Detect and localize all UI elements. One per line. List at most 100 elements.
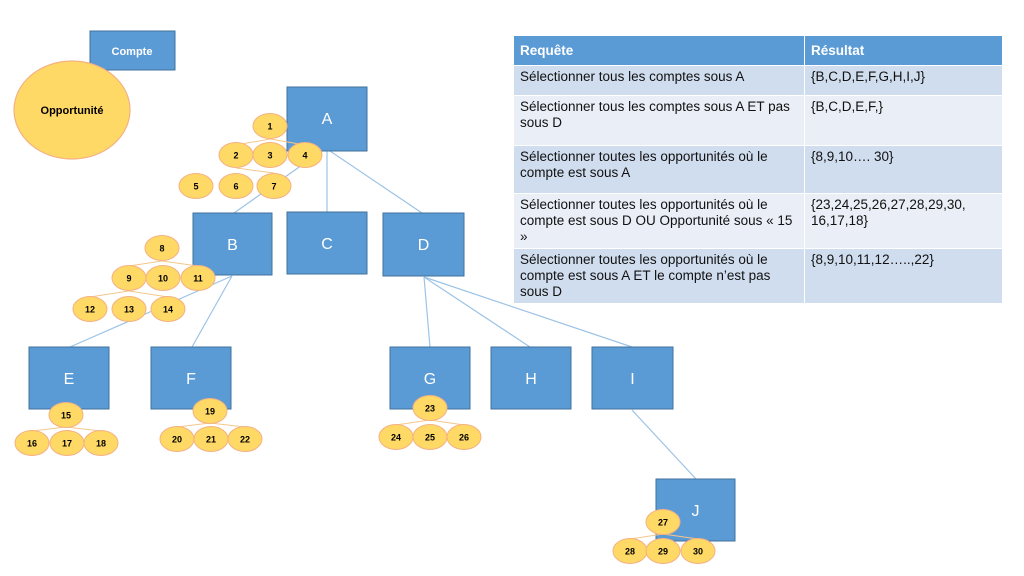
opportunity-link [65, 426, 102, 432]
account-box-e [28, 346, 110, 410]
opportunity-link [629, 533, 664, 540]
opportunity-label: 5 [193, 182, 198, 192]
legend-opportunity-label: Opportunité [41, 105, 104, 117]
opportunity-label: 20 [172, 435, 182, 445]
opportunity-node [252, 113, 288, 139]
opportunity-link [176, 422, 211, 428]
opportunity-link [209, 422, 246, 428]
opportunity-node [252, 142, 288, 168]
table-row: Sélectionner tous les comptes sous A ET … [513, 95, 1003, 146]
account-box-b [192, 212, 273, 276]
opportunity-label: 25 [425, 433, 435, 443]
account-label: H [525, 371, 537, 388]
opportunity-link [89, 290, 130, 298]
opportunity-label: 6 [233, 182, 238, 192]
table-row: Sélectionner toutes les opportunités où … [513, 248, 1003, 304]
opportunity-label: 27 [658, 518, 668, 528]
opportunity-node [680, 538, 716, 564]
legend-account-box [89, 30, 176, 71]
opportunity-node [83, 430, 119, 456]
legend-opportunity-ellipse [13, 60, 131, 160]
opportunity-link [31, 426, 67, 432]
account-box-a [286, 86, 368, 152]
opportunity-link [161, 260, 199, 267]
opportunity-node [287, 142, 323, 168]
opportunity-node [645, 509, 681, 535]
link-i-j [631, 409, 697, 480]
query-result-table: Requête Résultat Sélectionner tous les c… [513, 35, 1003, 304]
opportunity-node [14, 430, 50, 456]
link-d-i [423, 276, 633, 348]
account-label: G [424, 371, 436, 388]
opportunity-node [256, 173, 292, 199]
opportunity-label: 3 [267, 151, 272, 161]
opportunity-node [645, 538, 681, 564]
opportunity-label: 19 [205, 407, 215, 417]
link-d-g [423, 276, 431, 348]
opportunity-label: 18 [96, 439, 106, 449]
opportunity-node [72, 296, 108, 322]
account-label: C [321, 236, 333, 253]
opportunity-label: 21 [206, 435, 216, 445]
opportunity-node [180, 265, 216, 291]
opportunity-label: 4 [302, 151, 307, 161]
opportunity-link [128, 260, 163, 267]
account-label: E [64, 371, 75, 388]
account-label: D [418, 237, 430, 254]
opportunity-link [429, 419, 465, 426]
opportunity-label: 1 [267, 122, 272, 132]
opportunity-label: 15 [61, 411, 71, 421]
link-b-f [191, 275, 233, 348]
table-row: Sélectionner toutes les opportunités où … [513, 193, 1003, 249]
opportunity-label: 28 [625, 547, 635, 557]
opportunity-label: 23 [425, 404, 435, 414]
opportunity-label: 10 [158, 274, 168, 284]
table-header-row: Requête Résultat [513, 35, 1003, 66]
result-cell: {B,C,D,E,F,G,H,I,J} [804, 65, 1003, 96]
opportunity-node [144, 235, 180, 261]
result-cell: {23,24,25,26,27,28,29,30, 16,17,18} [804, 193, 1003, 249]
table-row: Sélectionner toutes les opportunités où … [513, 145, 1003, 194]
opportunity-label: 14 [163, 305, 173, 315]
opportunity-label: 29 [658, 547, 668, 557]
opportunity-label: 24 [391, 433, 401, 443]
table-row: Sélectionner tous les comptes sous A {B,… [513, 65, 1003, 96]
opportunity-node [412, 395, 448, 421]
opportunity-label: 30 [693, 547, 703, 557]
opportunity-label: 16 [27, 439, 37, 449]
opportunity-label: 7 [271, 182, 276, 192]
account-box-d [382, 212, 465, 277]
opportunity-label: 11 [193, 274, 203, 284]
account-label: A [322, 111, 333, 128]
opportunity-label: 22 [240, 435, 250, 445]
result-cell: {8,9,10…. 30} [804, 145, 1003, 194]
opportunity-label: 2 [233, 151, 238, 161]
account-label: I [630, 371, 634, 388]
link-a-d [329, 150, 423, 214]
account-label: J [692, 503, 700, 520]
opportunity-label: 12 [85, 305, 95, 315]
link-d-h [423, 276, 531, 348]
opportunity-label: 17 [62, 439, 72, 449]
header-query: Requête [513, 35, 805, 66]
query-cell: Sélectionner toutes les opportunités où … [513, 248, 805, 304]
opportunity-node [145, 265, 181, 291]
opportunity-link [662, 533, 699, 540]
opportunity-label: 8 [159, 244, 164, 254]
opportunity-node [227, 426, 263, 452]
header-result: Résultat [804, 35, 1003, 66]
opportunity-link [128, 290, 169, 298]
opportunity-node [192, 398, 228, 424]
opportunity-link [395, 419, 431, 426]
opportunity-label: 9 [126, 274, 131, 284]
opportunity-node [48, 402, 84, 428]
legend-account-label: Compte [112, 46, 153, 58]
query-cell: Sélectionner tous les comptes sous A ET … [513, 95, 805, 146]
opportunity-node [446, 424, 482, 450]
account-box-h [490, 346, 572, 410]
query-cell: Sélectionner tous les comptes sous A [513, 65, 805, 96]
account-label: B [227, 237, 238, 254]
opportunity-link [235, 167, 275, 174]
query-cell: Sélectionner toutes les opportunités où … [513, 145, 805, 194]
